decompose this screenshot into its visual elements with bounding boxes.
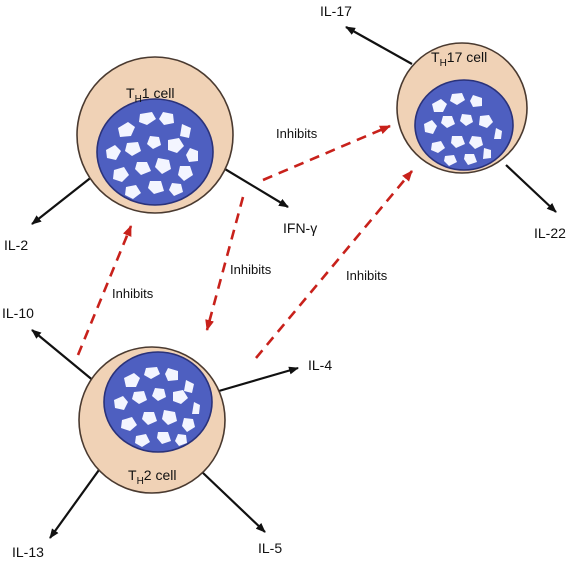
inhibits-label-th1-to-th2: Inhibits — [230, 262, 272, 277]
inhibit-arrow-th1-to-th17 — [262, 124, 391, 182]
il17-arrow — [345, 26, 413, 65]
th2-cell: TH2 cell — [78, 346, 226, 494]
inhibit-arrow-th1-to-th2 — [205, 196, 245, 331]
il22-arrow — [505, 164, 557, 213]
il22-label: IL-22 — [534, 225, 566, 241]
il4-arrow — [211, 366, 299, 395]
il10-label: IL-10 — [2, 305, 34, 321]
il17-label: IL-17 — [320, 3, 352, 19]
inhibition-arrows — [76, 124, 413, 359]
th1-cell: TH1 cell — [76, 56, 234, 214]
inhibit-arrow-th2-to-th1 — [76, 225, 133, 356]
svg-text:TH17 cell: TH17 cell — [431, 49, 487, 69]
il5-label: IL-5 — [258, 540, 282, 556]
svg-text:TH2 cell: TH2 cell — [128, 467, 176, 487]
th17-chromatin — [424, 93, 502, 166]
inhibits-label-th2-to-th17: Inhibits — [346, 268, 388, 283]
th2-chromatin — [114, 367, 200, 447]
il4-label: IL-4 — [308, 357, 332, 373]
ifng-label: IFN-γ — [283, 220, 317, 236]
th17-cell: TH17 cell — [396, 42, 528, 174]
il5-arrow — [201, 471, 266, 533]
il13-label: IL-13 — [12, 544, 44, 560]
inhibit-arrow-th2-to-th17 — [255, 170, 413, 359]
il13-arrow — [49, 462, 105, 539]
inhibits-label-th2-to-th1: Inhibits — [112, 286, 154, 301]
il2-arrow — [31, 171, 99, 225]
svg-text:TH1 cell: TH1 cell — [126, 85, 174, 105]
th1-chromatin — [106, 112, 198, 199]
th1-cell-label: TH1 cell — [126, 85, 174, 105]
il2-label: IL-2 — [4, 237, 28, 253]
th17-cell-label: TH17 cell — [431, 49, 487, 69]
inhibits-label-th1-to-th17: Inhibits — [276, 126, 318, 141]
th2-cell-label: TH2 cell — [128, 467, 176, 487]
il10-arrow — [31, 329, 96, 383]
